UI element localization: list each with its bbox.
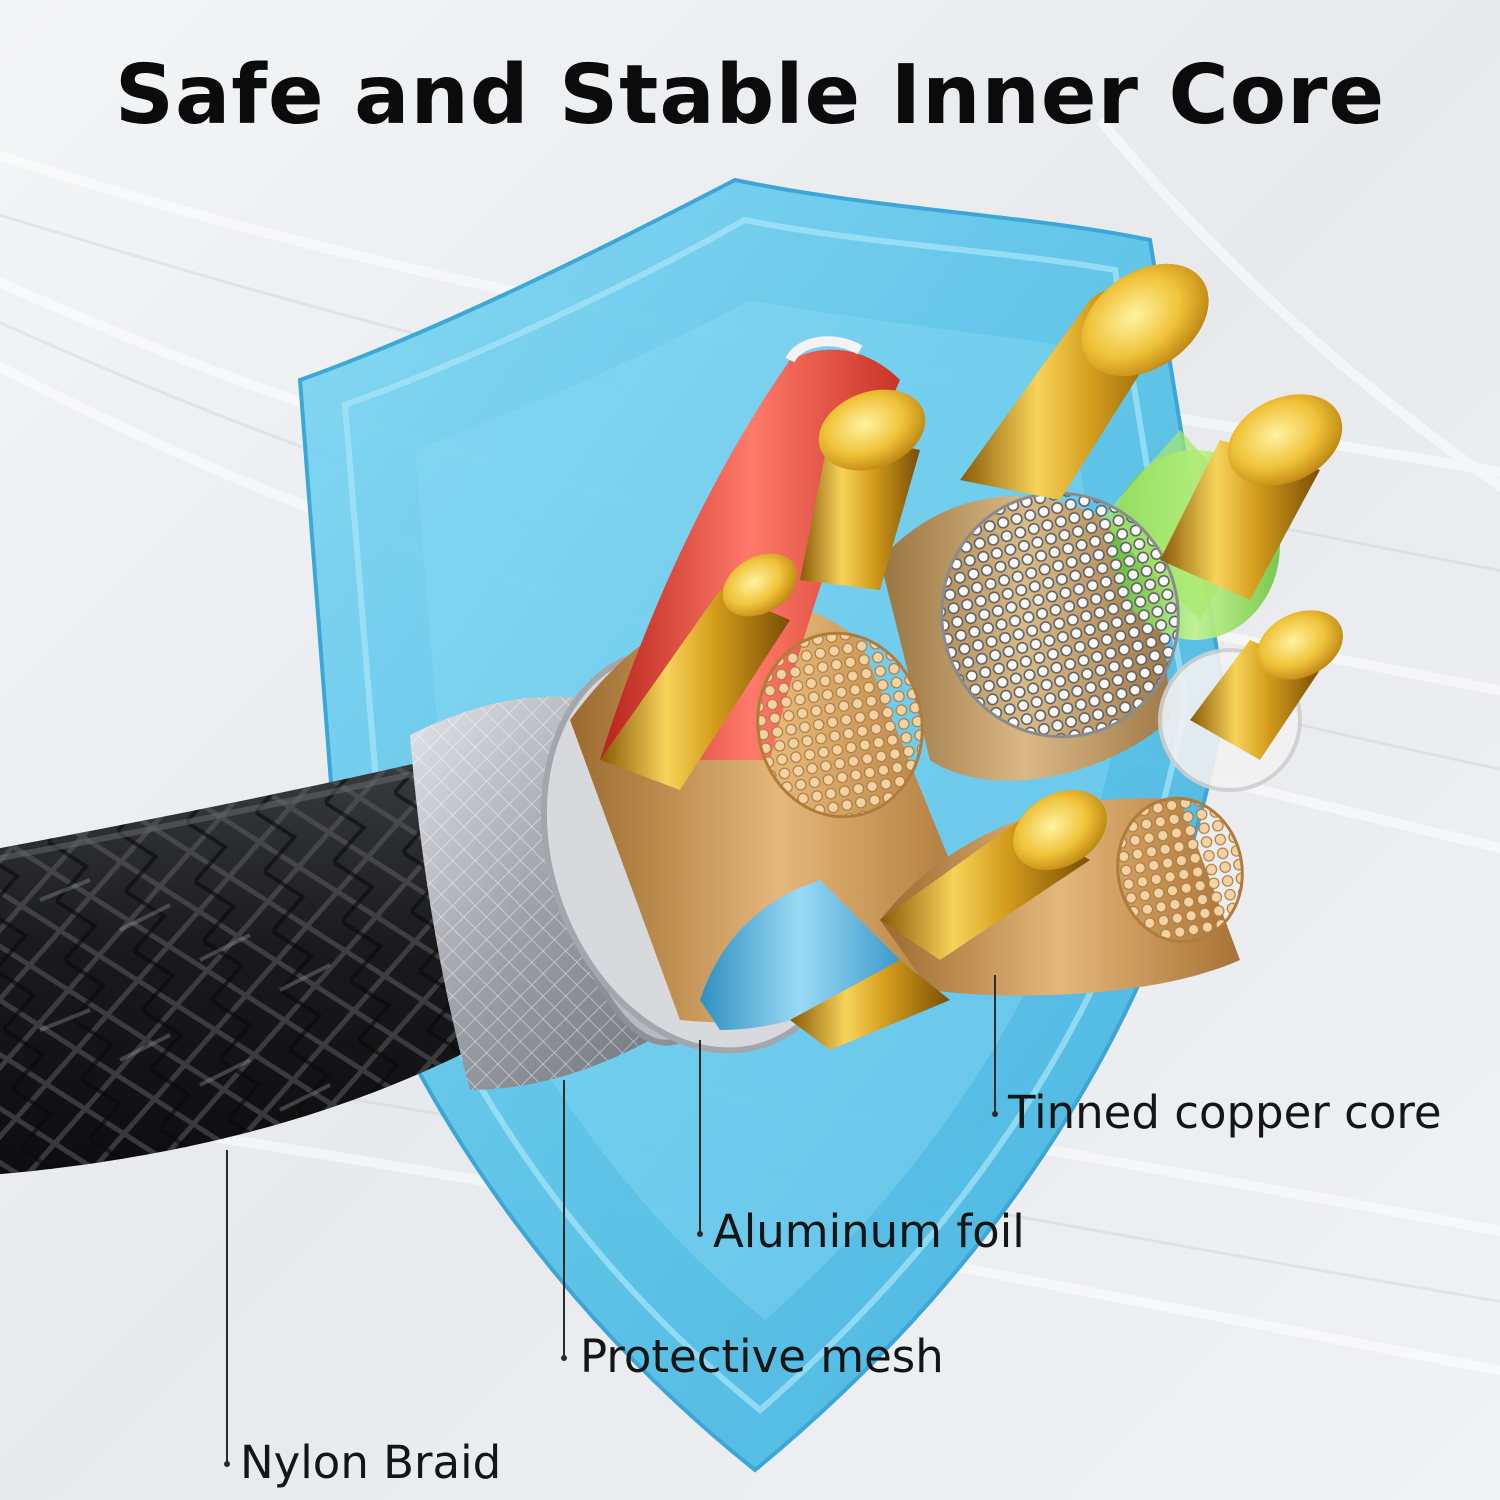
leader-dot-nylon-braid bbox=[224, 1461, 230, 1467]
leader-line-aluminum-foil bbox=[699, 1040, 701, 1235]
leader-line-tinned-copper-core bbox=[994, 975, 996, 1115]
leader-dot-protective-mesh bbox=[561, 1355, 567, 1361]
callout-protective-mesh: Protective mesh bbox=[580, 1330, 944, 1383]
nylon-braid-jacket bbox=[0, 760, 470, 1175]
tinned-strand-face bbox=[940, 491, 1180, 739]
leader-line-nylon-braid bbox=[226, 1150, 228, 1465]
leader-dot-aluminum-foil bbox=[697, 1231, 703, 1237]
gold-conductor-pins bbox=[600, 263, 1343, 1050]
copper-strand-face-small bbox=[1116, 796, 1244, 944]
callout-aluminum-foil: Aluminum foil bbox=[713, 1205, 1025, 1258]
page-title: Safe and Stable Inner Core bbox=[114, 48, 1386, 143]
leader-line-protective-mesh bbox=[563, 1080, 565, 1360]
leader-dot-tinned-copper-core bbox=[992, 1111, 998, 1117]
callout-nylon-braid: Nylon Braid bbox=[240, 1436, 502, 1489]
callout-tinned-copper-core: Tinned copper core bbox=[1008, 1086, 1442, 1139]
copper-strand-face-large bbox=[756, 631, 924, 819]
